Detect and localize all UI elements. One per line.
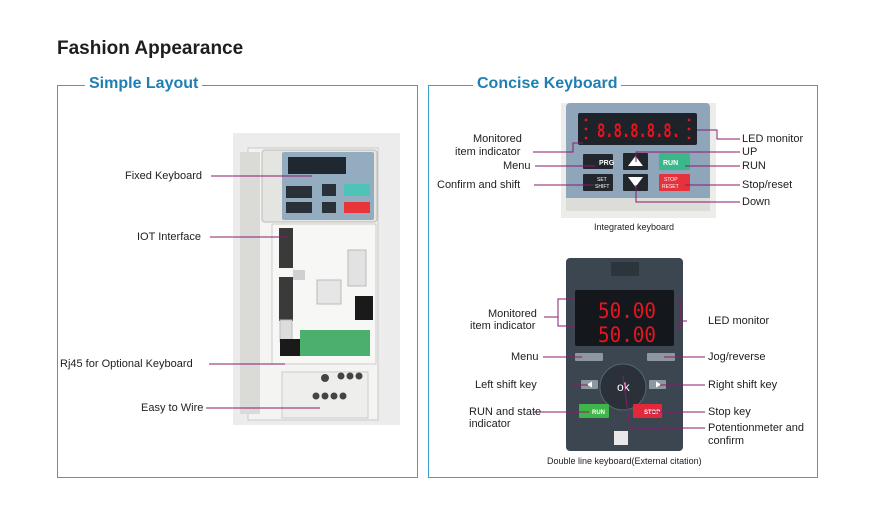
double-line-keyboard-caption: Double line keyboard(External citation) xyxy=(547,456,702,466)
callout-monitored-2: item indicator xyxy=(455,146,521,158)
integrated-keyboard-image xyxy=(561,103,716,218)
callout-potentiometer-1: Potentionmeter and xyxy=(708,422,805,434)
callout-down: Down xyxy=(742,196,771,208)
simple-layout-title: Simple Layout xyxy=(85,75,203,93)
integrated-keyboard-caption: Integrated keyboard xyxy=(594,222,675,232)
callout-iot-interface: IOT Interface xyxy=(137,231,201,243)
ok-key-label: ok xyxy=(617,380,631,394)
callout-right-shift: Right shift key xyxy=(708,379,778,391)
set-key-label: SET xyxy=(597,177,607,183)
callout-confirm-shift: Confirm and shift xyxy=(437,179,521,191)
callout-easy-to-wire: Easy to Wire xyxy=(141,402,204,414)
callout-run: RUN xyxy=(742,160,766,172)
led-display-line-2: 50.00 xyxy=(598,323,656,347)
run-key-label: RUN xyxy=(663,160,678,167)
stop-key-label-2: STOP xyxy=(644,410,660,416)
callout-rj45: Rj45 for Optional Keyboard xyxy=(60,358,193,370)
callout-stop-reset: Stop/reset xyxy=(742,179,793,191)
top-leader-lines xyxy=(533,129,740,203)
integrated-led-display: 8.8.8.8.8. xyxy=(597,120,680,142)
inverter-drive-image xyxy=(233,133,400,425)
stop-key-label: STOP xyxy=(664,177,678,183)
callout-stop-key: Stop key xyxy=(708,406,751,418)
callout-monitored-b2: item indicator xyxy=(470,320,536,332)
prg-key-label: PRG xyxy=(599,160,615,167)
simple-layout-panel: Simple Layout xyxy=(57,75,418,478)
callout-fixed-keyboard: Fixed Keyboard xyxy=(125,170,203,182)
callout-led-monitor: LED monitor xyxy=(742,133,804,145)
shift-key-label: SHIFT xyxy=(595,184,609,190)
callout-monitored-1: Monitored xyxy=(473,133,522,145)
callout-potentiometer-2: confirm xyxy=(708,435,745,447)
run-key-label-2: RUN xyxy=(592,410,605,416)
callout-jog-reverse: Jog/reverse xyxy=(708,351,766,363)
callout-left-shift: Left shift key xyxy=(475,379,537,391)
callout-up: UP xyxy=(742,146,758,158)
callout-run-state-1: RUN and state xyxy=(469,406,542,418)
page-title: Fashion Appearance xyxy=(57,38,244,59)
callout-menu-b: Menu xyxy=(511,351,539,363)
callout-led-monitor-b: LED monitor xyxy=(708,315,770,327)
left-leader-lines xyxy=(206,175,320,409)
concise-keyboard-title: Concise Keyboard xyxy=(473,75,622,93)
concise-keyboard-panel: Concise Keyboard xyxy=(428,75,818,478)
reset-key-label: RESET xyxy=(662,184,679,190)
led-display-line-1: 50.00 xyxy=(598,299,656,323)
double-line-keyboard-image xyxy=(566,258,683,451)
callout-monitored-b1: Monitored xyxy=(488,308,537,320)
callout-run-state-2: indicator xyxy=(469,418,511,430)
callout-menu: Menu xyxy=(503,160,531,172)
bottom-leader-lines xyxy=(534,298,705,429)
